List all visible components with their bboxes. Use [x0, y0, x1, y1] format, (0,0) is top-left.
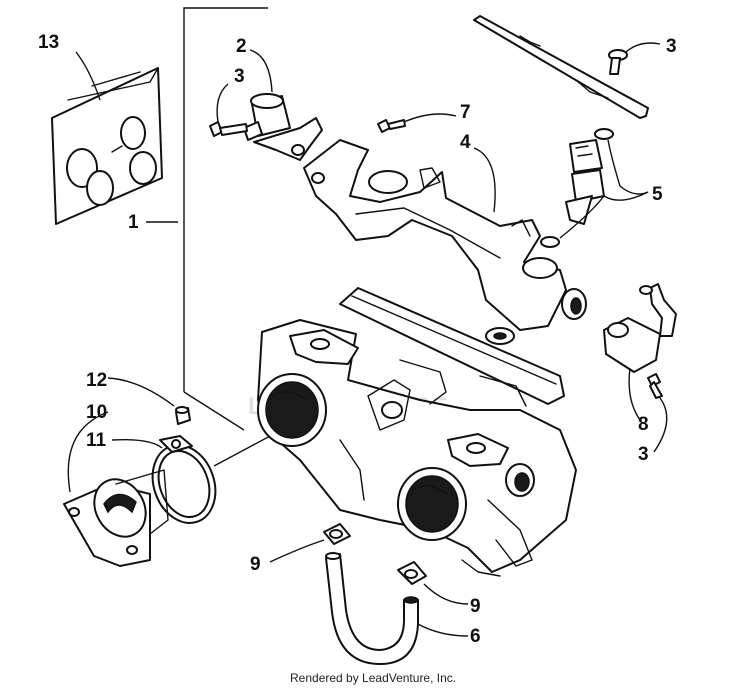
- gasket-sheet[interactable]: [51, 67, 163, 225]
- fuel-injector[interactable]: [540, 128, 614, 248]
- footer-credit: Rendered by LeadVenture, Inc.: [290, 671, 456, 685]
- callout-12: 12: [86, 370, 107, 391]
- callout-9-lower: 9: [470, 596, 481, 617]
- idle-air-valve[interactable]: [603, 283, 677, 373]
- callout-3-strip: 3: [666, 36, 677, 57]
- callout-3-valve: 3: [638, 444, 649, 465]
- cap-fitting[interactable]: [175, 406, 191, 425]
- screw-strip[interactable]: [608, 49, 628, 75]
- screw-regulator[interactable]: [209, 121, 248, 137]
- callout-13: 13: [38, 32, 59, 53]
- leader-lines: [67, 42, 668, 637]
- mounting-strip[interactable]: [473, 15, 649, 119]
- callout-10: 10: [86, 402, 107, 423]
- callout-4: 4: [460, 132, 471, 153]
- hose-clip-lower[interactable]: [397, 561, 427, 585]
- hose-clamp[interactable]: [142, 435, 226, 532]
- callout-2: 2: [236, 36, 247, 57]
- callout-5: 5: [652, 184, 663, 205]
- screw-valve[interactable]: [647, 373, 663, 399]
- callout-11: 11: [86, 430, 107, 451]
- hose-clip-upper[interactable]: [323, 523, 351, 545]
- screw-rail[interactable]: [377, 119, 406, 133]
- fuel-rail[interactable]: [303, 139, 587, 345]
- callout-8: 8: [638, 414, 649, 435]
- pressure-regulator[interactable]: [243, 93, 323, 161]
- callout-9-upper: 9: [250, 554, 261, 575]
- callout-6: 6: [470, 626, 481, 647]
- callout-3-regulator: 3: [234, 66, 245, 87]
- throttle-body[interactable]: [257, 287, 577, 577]
- callout-7: 7: [460, 102, 471, 123]
- assembly-bracket: [183, 7, 273, 467]
- callout-1: 1: [128, 212, 139, 233]
- vent-hose[interactable]: [325, 552, 419, 665]
- intake-boot[interactable]: [63, 469, 169, 567]
